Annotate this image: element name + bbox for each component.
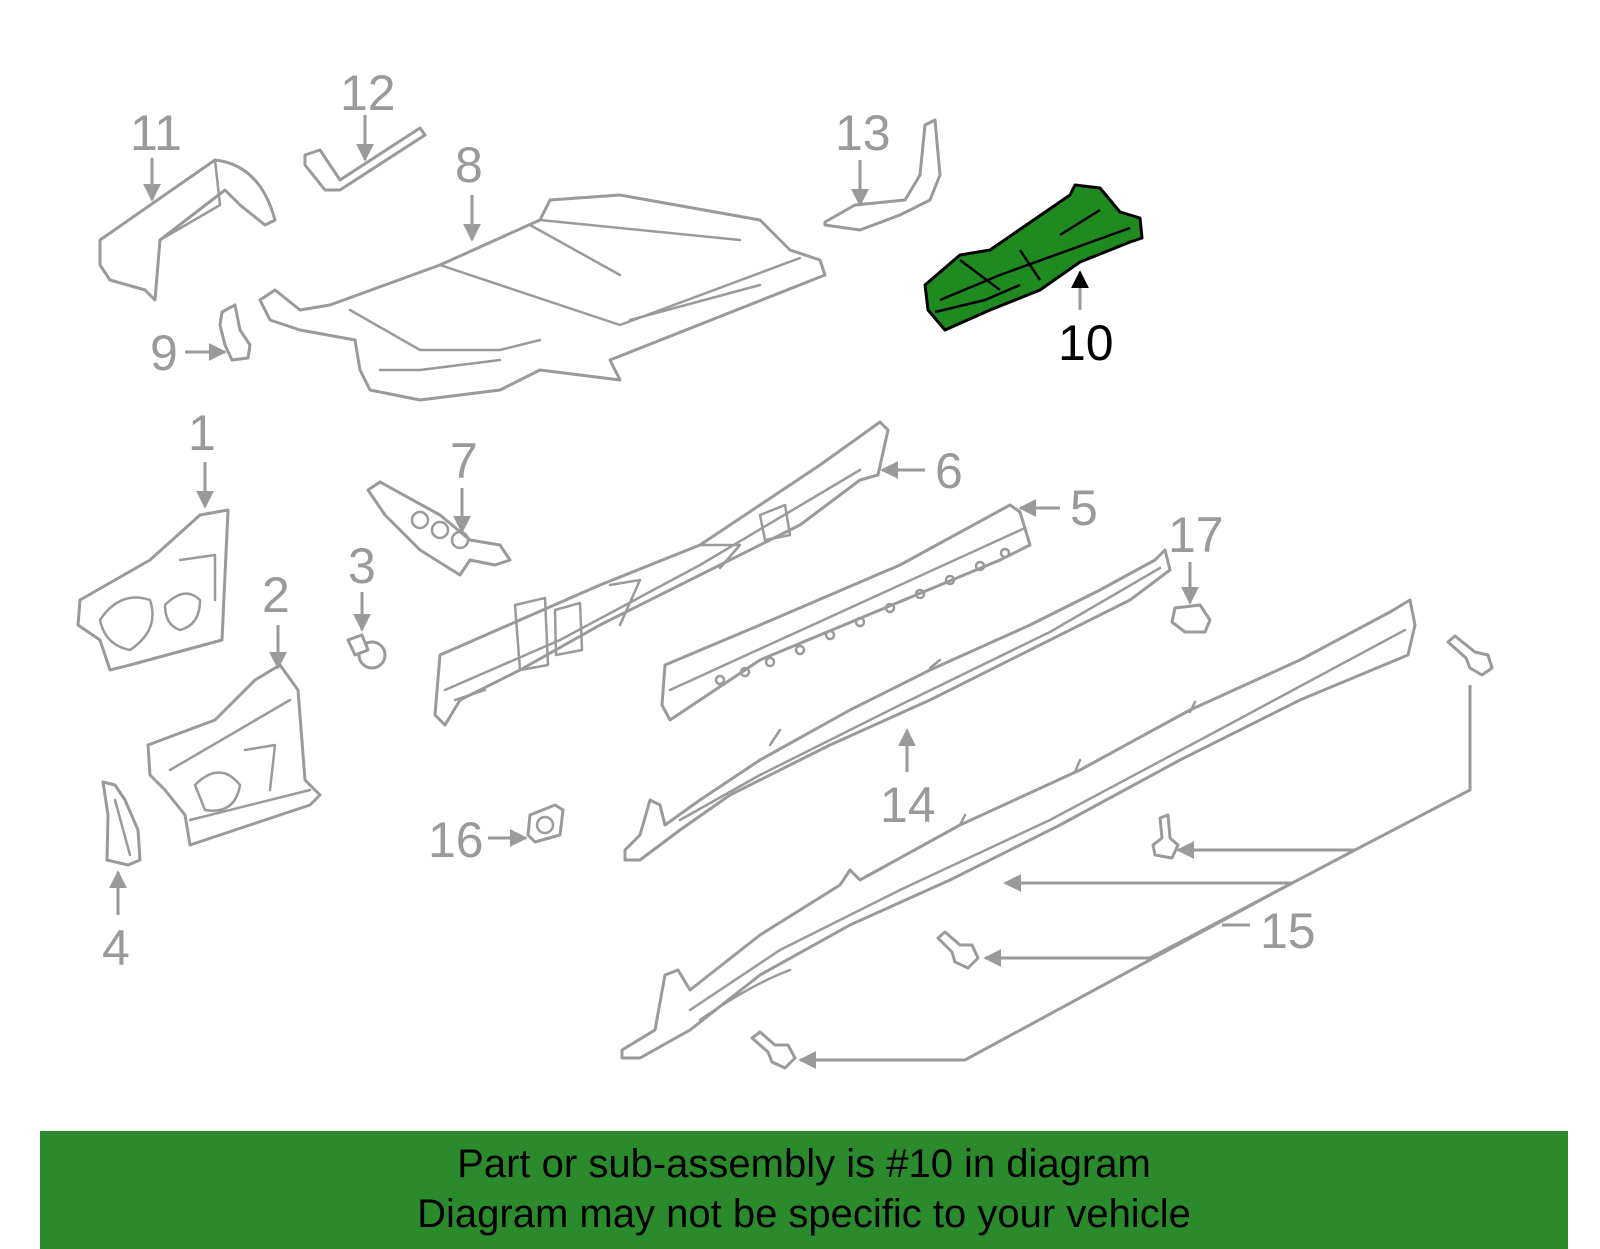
callout-15-leaders: 15: [798, 685, 1472, 1069]
callout-16[interactable]: 16: [428, 812, 484, 868]
callout-4[interactable]: 4: [102, 920, 130, 976]
part-3-grommet: 3: [346, 538, 387, 670]
part-4-bracket: 4: [101, 780, 142, 976]
callout-15[interactable]: 15: [1260, 903, 1316, 959]
fastener-bolt-lower: [936, 930, 980, 970]
callout-14[interactable]: 14: [880, 777, 936, 833]
callout-11[interactable]: 11: [130, 105, 182, 161]
banner-line-1: Part or sub-assembly is #10 in diagram: [457, 1142, 1151, 1186]
fastener-screw-mid: [1151, 813, 1180, 860]
callout-1[interactable]: 1: [188, 405, 216, 461]
callout-5[interactable]: 5: [1070, 480, 1098, 536]
callout-7[interactable]: 7: [450, 433, 478, 489]
part-13-bracket: 13: [823, 105, 942, 232]
part-17-clip: 17: [1168, 507, 1224, 634]
callout-3[interactable]: 3: [348, 538, 376, 594]
part-1-pillar: 1: [76, 405, 230, 672]
callout-12[interactable]: 12: [340, 65, 396, 121]
callout-8[interactable]: 8: [455, 137, 483, 193]
part-11-bracket: 11: [98, 105, 277, 302]
callout-13[interactable]: 13: [835, 105, 891, 161]
part-15-rocker-cover: [620, 598, 1417, 1060]
info-banner: Part or sub-assembly is #10 in diagram D…: [40, 1131, 1568, 1249]
part-2-pillar-lower: 2: [146, 567, 322, 847]
fastener-bolt-top: [1446, 634, 1494, 677]
part-8-floor-pan: 8: [258, 137, 827, 402]
callout-6[interactable]: 6: [935, 443, 963, 499]
fastener-bolt-bottom: [750, 1030, 797, 1070]
callout-10[interactable]: 10: [1058, 315, 1114, 371]
banner-line-2: Diagram may not be specific to your vehi…: [417, 1192, 1191, 1236]
callout-2[interactable]: 2: [262, 567, 290, 623]
callout-9[interactable]: 9: [150, 325, 178, 381]
part-9-clip: 9: [150, 303, 252, 381]
part-12-strip: 12: [303, 65, 427, 192]
part-5-rail: 5: [660, 480, 1098, 722]
part-7-brace: 7: [366, 433, 512, 577]
part-16-plug: 16: [428, 803, 565, 868]
parts-diagram: 11 12 8 13 10 9: [76, 65, 1494, 1070]
part-6-inner-sill: 6: [433, 420, 963, 727]
part-10-highlighted[interactable]: 10: [923, 183, 1144, 371]
part-14-outer-sill: 14: [623, 548, 1172, 862]
callout-17[interactable]: 17: [1168, 507, 1224, 563]
